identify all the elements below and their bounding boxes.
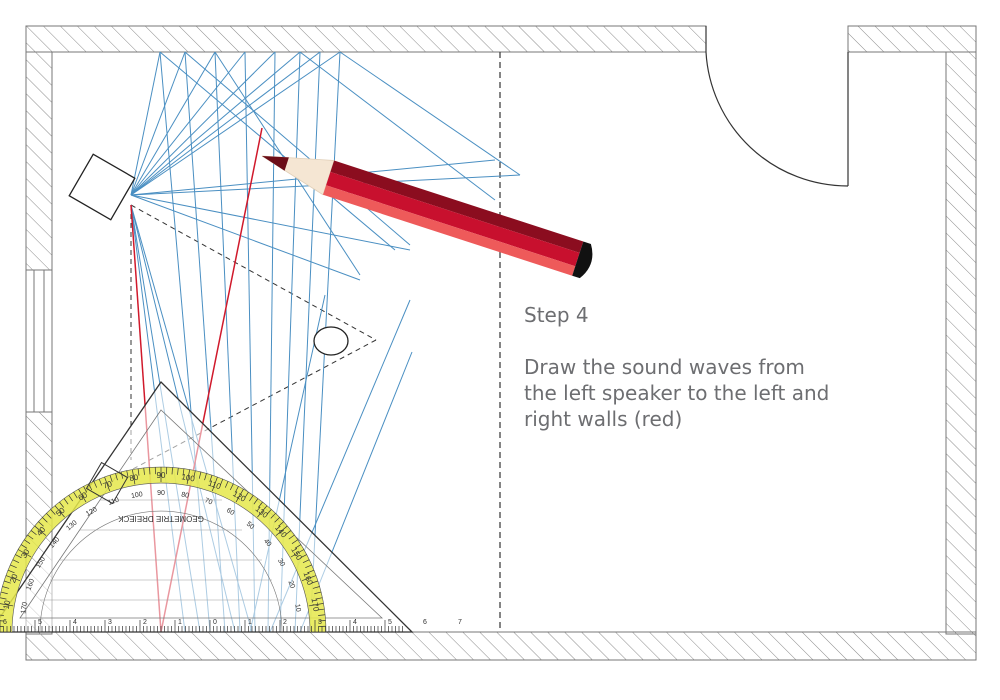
blue-wave-line: [130, 51, 186, 196]
protractor-inner-label: 10: [293, 604, 301, 613]
protractor-inner-label: 150: [35, 556, 47, 570]
protractor-outer-label: 110: [207, 479, 223, 492]
protractor-inner-label: 60: [225, 507, 235, 517]
blue-wave-line: [130, 51, 301, 196]
protractor-inner-label: 170: [20, 601, 29, 614]
protractor-outer-label: 20: [8, 572, 20, 584]
blue-wave-line: [130, 51, 321, 196]
wall-top-left: [25, 25, 707, 53]
setsquare-brand: GEOMETRIE DREIECK: [117, 514, 203, 523]
blue-wave-line: [130, 194, 361, 281]
protractor-inner-label: 20: [287, 580, 296, 590]
ruler-label: 0: [213, 619, 217, 626]
protractor-inner-label: 30: [276, 558, 286, 568]
window-icon: [25, 269, 53, 413]
blue-wave-line: [130, 51, 246, 196]
caption-line-3: right walls (red): [524, 407, 683, 431]
ruler-label: 3: [108, 619, 112, 626]
protractor-outer-label: 10: [2, 599, 13, 610]
protractor-inner-label: 110: [107, 497, 120, 507]
protractor-inner-label: 40: [262, 538, 272, 549]
blue-wave-line: [130, 51, 216, 196]
door-swing-icon: [705, 26, 849, 187]
listening-triangle: [130, 204, 377, 471]
blue-wave-line: [130, 51, 161, 196]
pencil-icon: [261, 155, 593, 279]
protractor-outer-label: 80: [129, 473, 140, 484]
ruler-label: 5: [388, 619, 392, 626]
ruler-label: 1: [248, 619, 252, 626]
ruler-label: 5: [38, 619, 42, 626]
wall-left-upper: [25, 51, 53, 271]
protractor-inner-label: 70: [204, 497, 214, 506]
protractor-inner-label: 100: [131, 491, 144, 500]
protractor-outer-label: 160: [302, 571, 315, 587]
protractor-outer-label: 170: [310, 597, 321, 612]
protractor-inner-label: 50: [245, 521, 256, 531]
protractor-inner-label: 80: [181, 491, 190, 499]
caption-line-1: Draw the sound waves from: [524, 355, 805, 379]
blue-wave-line: [130, 51, 341, 196]
ruler-label: 3: [318, 619, 322, 626]
blue-wave-line: [339, 51, 521, 176]
ruler-label: 4: [73, 619, 77, 626]
ruler-label: 1: [178, 619, 182, 626]
blue-wave-line: [130, 51, 276, 196]
protractor-outer-label: 100: [181, 472, 196, 483]
wall-bottom: [25, 631, 977, 661]
ruler-label: 2: [283, 619, 287, 626]
instruction-caption: Step 4 Draw the sound waves from the lef…: [524, 302, 864, 432]
ruler-label: 2: [143, 619, 147, 626]
speaker-icon: [68, 153, 136, 221]
protractor-outer-label: 90: [157, 471, 166, 480]
protractor-inner-label: 120: [85, 506, 99, 518]
protractor-outer-label: 70: [102, 479, 114, 491]
caption-line-2: the left speaker to the left and: [524, 381, 830, 405]
step-title: Step 4: [524, 303, 589, 327]
blue-wave-line: [299, 51, 496, 201]
blue-wave-line: [130, 194, 411, 251]
protractor-inner-label: 160: [26, 578, 37, 591]
wall-right: [945, 51, 977, 635]
wall-top-right: [847, 25, 977, 53]
listener-head-icon: [313, 326, 349, 356]
ruler-label: 6: [3, 619, 7, 626]
ruler-label: 7: [458, 619, 462, 626]
ruler-label: 6: [423, 619, 427, 626]
blue-wave-line: [184, 51, 411, 246]
protractor-inner-label: 90: [157, 490, 165, 497]
ruler-label: 4: [353, 619, 357, 626]
blue-wave-line: [159, 51, 396, 251]
